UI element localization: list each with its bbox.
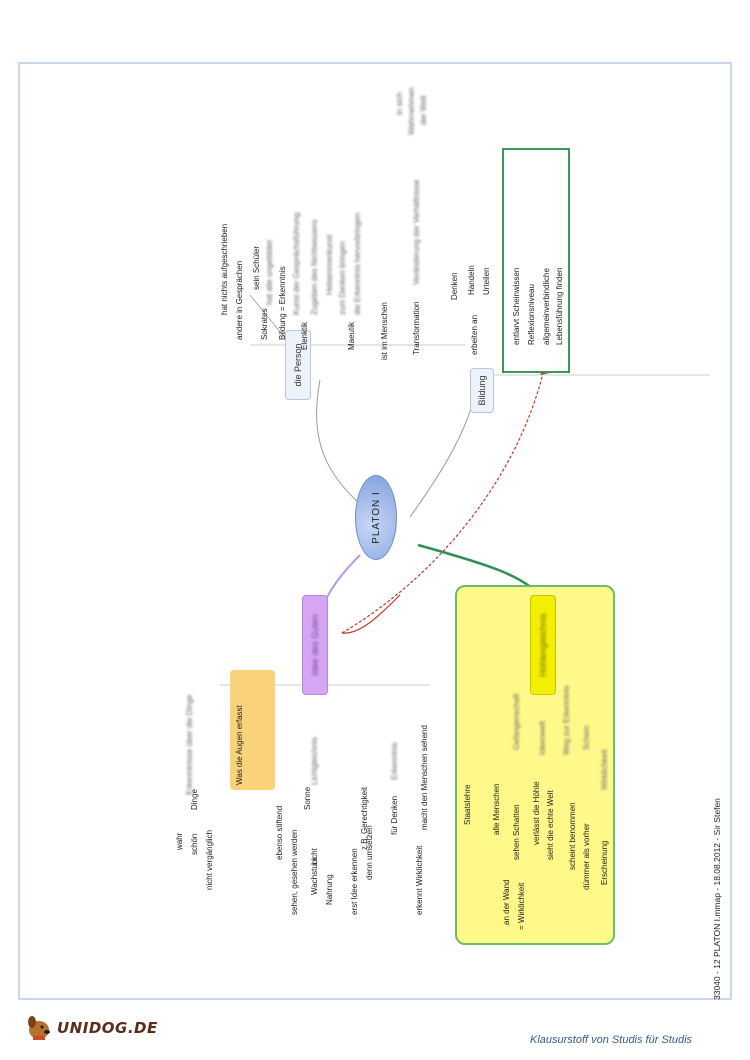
person-item-3: Sokrates	[260, 308, 269, 340]
hoehle-item-7: scheint benommen	[568, 802, 577, 870]
ideen-item-7: Lichtgleichnis	[310, 736, 319, 785]
ideen-item-19: macht den Menschen sehend	[420, 725, 429, 830]
file-caption: 33040 - 12 PLATON I.mmap - 18.08.2012 - …	[712, 798, 722, 1000]
ideen-item-8: ebenso stiftend	[275, 805, 284, 860]
bildung-item-4: Wahrnehmen	[407, 87, 416, 135]
person-item-0: hat nichts aufgeschrieben	[220, 223, 229, 315]
hoehle-item-2: sehen Schatten	[512, 804, 521, 860]
person-item-1: andere in Gesprächen	[235, 260, 244, 340]
person-item-10: zum Denken bringen	[338, 241, 347, 315]
bildung-item-8: Handeln	[467, 265, 476, 295]
hoehle-item-1: alle Menschen	[492, 783, 501, 835]
center-label: PLATON I	[370, 491, 382, 544]
bildung-item-6: erbeiten an	[470, 314, 479, 355]
ideen-item-6: Sonne	[303, 786, 312, 810]
ideen-item-18: erkennt Wirklichkeit	[415, 845, 424, 915]
person-item-12: die Erkenntnis hervorbringen	[353, 212, 362, 315]
footer-tagline: Klausurstoff von Studis für Studis	[530, 1034, 693, 1046]
person-item-11: Maeutik	[347, 321, 356, 350]
ideen-item-17: Erkenntnis	[390, 742, 399, 780]
hoehle-item-14: Wirklichkeit	[600, 749, 609, 790]
ideen-item-10: sehen, gesehen werden	[290, 829, 299, 915]
bildung-item-1: Transformation	[412, 301, 421, 356]
box-item-2: allgemeinverbindliche	[542, 268, 551, 345]
bildung-item-3: in sich	[395, 92, 404, 115]
bildung-item-2: Veränderung der Verhältnisse	[412, 179, 421, 285]
dog-icon	[28, 1016, 50, 1040]
hoehle-item-3: an der Wand	[502, 879, 511, 925]
person-item-8: Zugeben des Nichtwissens	[310, 219, 319, 315]
ideen-node[interactable]: Idee des Guten	[302, 595, 328, 695]
hoehle-item-13: Schein	[582, 725, 591, 750]
bildung-item-9: Urteilen	[482, 267, 491, 295]
hoehle-item-10: Gefangenschaft	[512, 693, 521, 750]
ideen-item-13: erst Idee erkennen	[350, 848, 359, 915]
ideen-note: Was die Augen erfasst	[230, 670, 275, 790]
hoehle-item-12: Weg zur Erkenntnis	[562, 685, 571, 755]
ideen-item-12: Nahrung	[325, 874, 334, 905]
logo-text: UNIDOG.DE	[57, 1019, 158, 1037]
hoehle-item-9: Erscheinung	[600, 840, 609, 885]
ideen-item-15: denn umsetzen	[365, 825, 374, 880]
hoehle-item-0: Staatslehre	[463, 784, 472, 825]
person-item-4: hat alle ungebildet	[265, 240, 274, 305]
bildung-item-5: der Welt	[419, 95, 428, 125]
bildung-item-0: ist im Menschen	[380, 302, 389, 360]
person-item-7: Elenktik	[300, 321, 309, 350]
ideen-item-2: nicht vergänglich	[205, 829, 214, 890]
bildung-node[interactable]: Bildung	[470, 368, 494, 413]
box-item-1: Reflexionsniveau	[527, 284, 536, 345]
hoehle-item-5: verlässt die Höhle	[532, 781, 541, 845]
hoehle-item-11: Ideenwelt	[538, 720, 547, 755]
hoehle-item-6: sieht die echte Welt	[546, 790, 555, 860]
hoehle-item-8: dümmer als vorher	[582, 823, 591, 890]
ideen-item-5: Was die Augen erfasst	[235, 705, 244, 785]
box-item-0: entlarvt Scheinwissen	[512, 267, 521, 345]
box-item-3: Lebensführung finden	[555, 267, 564, 345]
ideen-item-1: schön	[190, 833, 199, 855]
ideen-item-11: Wachstum	[310, 857, 319, 896]
ideen-item-16: für Denken	[390, 795, 399, 835]
ideen-item-4: Erkenntnisse über die Dinge	[185, 694, 194, 795]
person-item-6: Kunst der Gesprächsführung	[292, 212, 301, 315]
person-item-2: sein Schüler	[252, 245, 261, 290]
hoehle-item-4: = Wirklichkeit	[517, 882, 526, 930]
person-item-5: Bildung = Erkenntnis	[278, 266, 287, 340]
person-item-9: Hebammenkunst	[325, 234, 334, 295]
bildung-item-7: Denken	[450, 272, 459, 300]
page-frame	[18, 62, 732, 1000]
hoehle-node[interactable]: Höhlengleichnis	[530, 595, 556, 695]
ideen-item-0: wahr	[175, 832, 184, 850]
center-node[interactable]: PLATON I	[355, 475, 397, 560]
unidog-logo[interactable]: UNIDOG.DE	[24, 1014, 158, 1042]
